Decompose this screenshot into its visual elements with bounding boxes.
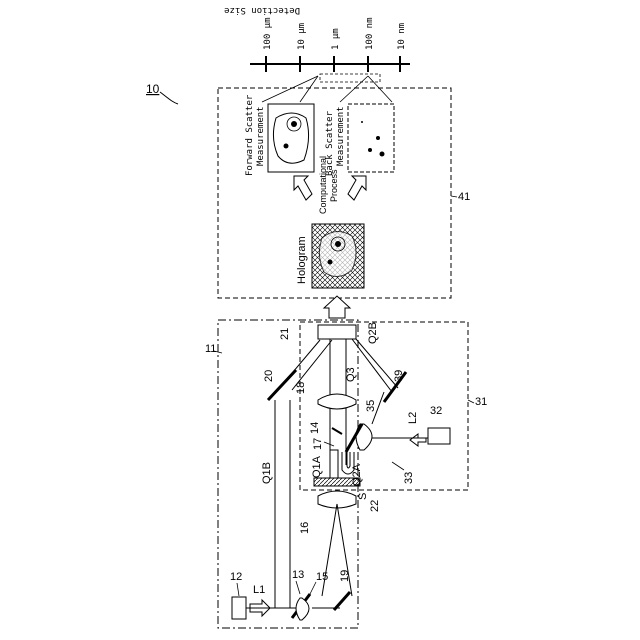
hologram-spot bbox=[328, 260, 333, 265]
forward-cell bbox=[273, 113, 308, 163]
label-41: 41 bbox=[458, 191, 470, 203]
forward-dot bbox=[291, 121, 297, 127]
back-dot-4 bbox=[380, 152, 385, 157]
label-39: 39 bbox=[393, 370, 405, 382]
label-s: S bbox=[357, 493, 369, 500]
label-18: 18 bbox=[295, 382, 307, 394]
scale-label-5: 10 nm bbox=[397, 23, 407, 50]
leader-33 bbox=[392, 462, 404, 470]
back-dot-1 bbox=[361, 121, 363, 123]
label-32: 32 bbox=[430, 405, 442, 417]
leader-31 bbox=[468, 400, 474, 403]
arrow-to-forward bbox=[294, 176, 312, 200]
label-q2b: Q2B bbox=[367, 322, 379, 344]
stage-22 bbox=[314, 478, 360, 486]
scale-range-highlight bbox=[320, 74, 380, 82]
label-16: 16 bbox=[299, 522, 311, 534]
arrow-to-back bbox=[348, 176, 366, 200]
hologram-cell bbox=[319, 231, 356, 276]
label-14: 14 bbox=[309, 422, 321, 434]
scale-label-3: 1 μm bbox=[331, 28, 341, 50]
sample-channel-b bbox=[347, 452, 350, 468]
figure-reference: 10 bbox=[146, 82, 178, 104]
label-17: 17 bbox=[312, 438, 324, 450]
lens-15 bbox=[296, 598, 309, 620]
figure-leader bbox=[160, 92, 178, 104]
label-13: 13 bbox=[292, 569, 304, 581]
forward-line2: Measurement bbox=[256, 106, 266, 166]
leader-12 bbox=[237, 583, 239, 596]
leader-17 bbox=[324, 442, 334, 446]
label-22: 22 bbox=[369, 500, 381, 512]
label-19: 19 bbox=[339, 570, 351, 582]
back-scatter-image bbox=[348, 104, 394, 172]
map-forward-a bbox=[262, 76, 318, 102]
label-35: 35 bbox=[365, 400, 377, 412]
label-q1b: Q1B bbox=[261, 462, 273, 484]
back-line2: Measurement bbox=[336, 106, 346, 166]
label-11: 11 bbox=[205, 343, 216, 355]
label-q3: Q3 bbox=[345, 367, 357, 382]
leader-41 bbox=[451, 196, 457, 197]
scale-title: Detection Size bbox=[224, 5, 300, 15]
back-dot-3 bbox=[376, 136, 380, 140]
back-line1: Back Scatter bbox=[325, 110, 335, 176]
beam-q1-a bbox=[322, 504, 337, 596]
label-21: 21 bbox=[279, 328, 291, 340]
leader-13 bbox=[296, 581, 300, 594]
scale-label-2: 10 μm bbox=[297, 23, 307, 50]
lens-18 bbox=[318, 394, 356, 409]
scale-label-4: 100 nm bbox=[365, 17, 375, 50]
light-source-32 bbox=[428, 428, 450, 444]
figure-number: 10 bbox=[146, 82, 160, 96]
map-back-a bbox=[340, 76, 368, 102]
detector-21 bbox=[318, 325, 356, 339]
label-15: 15 bbox=[316, 571, 328, 583]
hologram-label: Hologram bbox=[296, 236, 308, 284]
sample-holder bbox=[330, 450, 338, 478]
light-source-12 bbox=[232, 597, 246, 619]
back-dot-2 bbox=[368, 148, 372, 152]
label-33: 33 bbox=[403, 472, 415, 484]
label-l2: L2 bbox=[407, 412, 419, 424]
beam-q2b-b bbox=[356, 339, 398, 388]
label-20: 20 bbox=[263, 370, 275, 382]
leader-15 bbox=[308, 582, 316, 598]
mirror-19 bbox=[334, 592, 350, 610]
forward-spot bbox=[284, 144, 289, 149]
hologram-dot bbox=[335, 241, 341, 247]
label-12: 12 bbox=[230, 571, 242, 583]
arrow-to-panel bbox=[324, 296, 350, 318]
label-31: 31 bbox=[475, 396, 487, 408]
element-14 bbox=[332, 428, 342, 434]
scale-label-1: 100 μm bbox=[263, 17, 273, 50]
label-l1: L1 bbox=[253, 584, 265, 596]
forward-line1: Forward Scatter bbox=[245, 94, 255, 176]
arrow-l2 bbox=[410, 434, 426, 446]
label-q1a: Q1A bbox=[311, 455, 323, 478]
